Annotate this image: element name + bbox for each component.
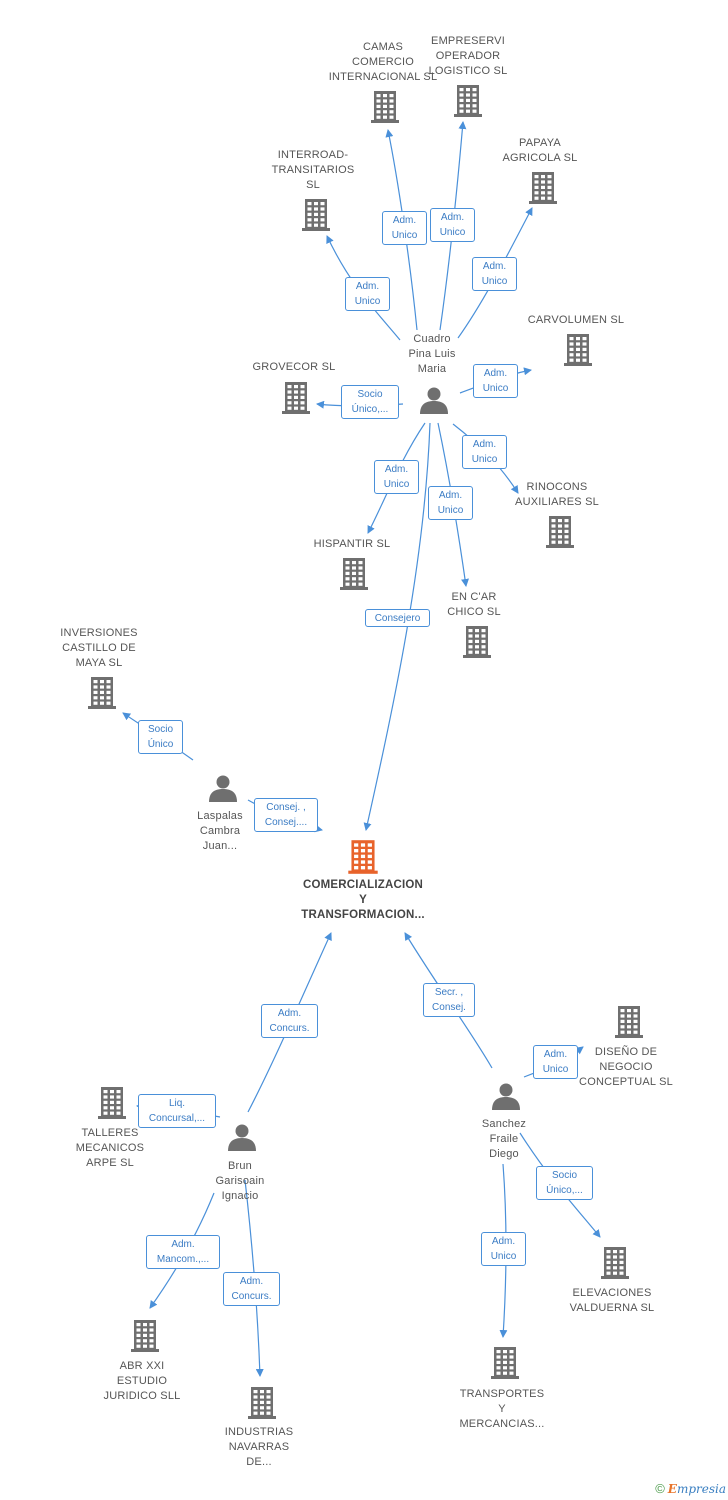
talleres-building-icon[interactable] [98, 1087, 126, 1119]
grovecor-building-icon[interactable] [282, 382, 310, 414]
laspalas-person-icon[interactable] [209, 775, 237, 803]
company-grovecor-label[interactable]: GROVECOR SL [252, 361, 336, 373]
company-interroad-label[interactable]: INTERROAD- TRANSITARIOS SL [271, 149, 355, 191]
person-cuadro-label[interactable]: Cuadro Pina Luis Maria [408, 333, 456, 375]
company-diseno-label[interactable]: DISEÑO DE NEGOCIO CONCEPTUAL SL [579, 1046, 673, 1088]
rinocons-building-icon[interactable] [546, 516, 574, 548]
person-laspalas-label[interactable]: Laspalas Cambra Juan... [197, 810, 243, 852]
company-encarchico-label[interactable]: EN C'AR CHICO SL [447, 591, 501, 618]
company-papaya-label[interactable]: PAPAYA AGRICOLA SL [502, 137, 578, 164]
inversiones-building-icon[interactable] [88, 677, 116, 709]
edge-label-brun_talleres[interactable]: Liq. Concursal,... [138, 1094, 216, 1128]
edge-label-cuadro_carvolumen[interactable]: Adm. Unico [473, 364, 518, 398]
camas-building-icon[interactable] [371, 91, 399, 123]
company-inversiones-label[interactable]: INVERSIONES CASTILLO DE MAYA SL [60, 627, 138, 669]
encarchico-building-icon[interactable] [463, 626, 491, 658]
carvolumen-building-icon[interactable] [564, 334, 592, 366]
edge-cuadro_center [363, 422, 431, 831]
elevaciones-building-icon[interactable] [601, 1247, 629, 1279]
edge-label-sanchez_center[interactable]: Secr. , Consej. [423, 983, 475, 1017]
company-empreservi-label[interactable]: EMPRESERVI OPERADOR LOGISTICO SL [428, 35, 508, 77]
edge-label-laspalas_center[interactable]: Consej. , Consej.... [254, 798, 318, 832]
company-camas-label[interactable]: CAMAS COMERCIO INTERNACIONAL SL [328, 41, 438, 83]
edge-label-cuadro_encarchico[interactable]: Adm. Unico [428, 486, 473, 520]
edge-label-sanchez_transportes[interactable]: Adm. Unico [481, 1232, 526, 1266]
edge-label-cuadro_camas[interactable]: Adm. Unico [382, 211, 427, 245]
edge-label-sanchez_elevaciones[interactable]: Socio Único,... [536, 1166, 593, 1200]
edge-label-brun_industrias[interactable]: Adm. Concurs. [223, 1272, 280, 1306]
edge-label-cuadro_empreservi[interactable]: Adm. Unico [430, 208, 475, 242]
empresia-logo: Empresia [667, 1482, 726, 1496]
company-elevaciones-label[interactable]: ELEVACIONES VALDUERNA SL [569, 1287, 655, 1314]
copyright-symbol: © [655, 1481, 665, 1496]
edge-label-cuadro_grovecor[interactable]: Socio Único,... [341, 385, 399, 419]
company-industrias-label[interactable]: INDUSTRIAS NAVARRAS DE... [224, 1426, 294, 1468]
company-abr-label[interactable]: ABR XXI ESTUDIO JURIDICO SLL [103, 1360, 181, 1402]
papaya-building-icon[interactable] [529, 172, 557, 204]
abr-building-icon[interactable] [131, 1320, 159, 1352]
transportes-building-icon[interactable] [491, 1347, 519, 1379]
edge-label-brun_abr[interactable]: Adm. Mancom.,... [146, 1235, 220, 1269]
company-hispantir-label[interactable]: HISPANTIR SL [313, 538, 391, 550]
edge-label-cuadro_papaya[interactable]: Adm. Unico [472, 257, 517, 291]
center-company-building-icon[interactable] [348, 840, 378, 874]
empreservi-building-icon[interactable] [454, 85, 482, 117]
person-brun-label[interactable]: Brun Garisoain Ignacio [215, 1160, 265, 1202]
edge-label-brun_center[interactable]: Adm. Concurs. [261, 1004, 318, 1038]
empresia-footer[interactable]: ©Empresia [655, 1481, 726, 1496]
company-carvolumen-label[interactable]: CARVOLUMEN SL [527, 314, 625, 326]
edge-label-sanchez_diseno[interactable]: Adm. Unico [533, 1045, 578, 1079]
company-transportes-label[interactable]: TRANSPORTES Y MERCANCIAS... [459, 1388, 545, 1430]
hispantir-building-icon[interactable] [340, 558, 368, 590]
company-talleres-label[interactable]: TALLERES MECANICOS ARPE SL [75, 1127, 145, 1169]
industrias-building-icon[interactable] [248, 1387, 276, 1419]
edge-label-cuadro_rinocons[interactable]: Adm. Unico [462, 435, 507, 469]
sanchez-person-icon[interactable] [492, 1083, 520, 1111]
interroad-building-icon[interactable] [302, 199, 330, 231]
company-rinocons-label[interactable]: RINOCONS AUXILIARES SL [515, 481, 599, 508]
edge-label-cuadro_center[interactable]: Consejero [365, 609, 430, 627]
cuadro-person-icon[interactable] [420, 387, 448, 415]
person-sanchez-label[interactable]: Sanchez Fraile Diego [481, 1118, 527, 1160]
diseno-building-icon[interactable] [615, 1006, 643, 1038]
edge-label-cuadro_interroad[interactable]: Adm. Unico [345, 277, 390, 311]
edge-label-cuadro_hispantir[interactable]: Adm. Unico [374, 460, 419, 494]
edge-label-laspalas_inversiones[interactable]: Socio Único [138, 720, 183, 754]
company-center-label[interactable]: COMERCIALIZACION Y TRANSFORMACION... [301, 879, 425, 921]
brun-person-icon[interactable] [228, 1124, 256, 1152]
